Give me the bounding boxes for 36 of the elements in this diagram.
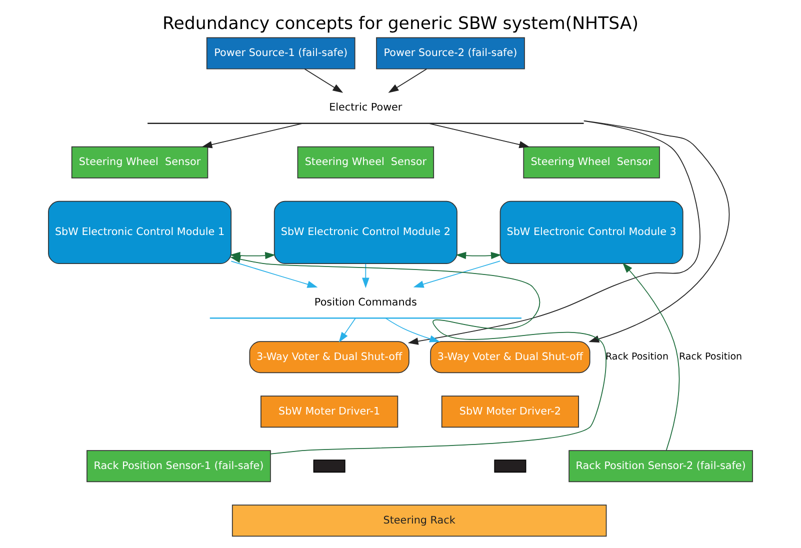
arrow: [413, 260, 500, 288]
node-box: Steering Rack: [232, 504, 607, 537]
node-box: Rack Position Sensor-1 (fail-safe): [86, 450, 271, 482]
arrow: [230, 260, 318, 288]
node-box: SbW Electronic Control Module 1: [48, 200, 232, 264]
arrow: [428, 123, 530, 148]
node-box: 3-Way Voter & Dual Shut-off: [249, 341, 410, 374]
node-box: Steering Wheel Sensor: [71, 146, 208, 178]
node-box: 3-Way Voter & Dual Shut-off: [430, 341, 590, 374]
node-box: Power Source-1 (fail-safe): [206, 37, 356, 70]
node-box: SbW Moter Driver-2: [441, 396, 579, 428]
node-text: Position Commands: [314, 296, 417, 308]
arrow: [202, 123, 303, 148]
arrow: [304, 68, 344, 93]
node-bar: [494, 460, 526, 473]
node-box: SbW Moter Driver-1: [260, 396, 398, 428]
arrow: [338, 318, 356, 342]
node-box: Steering Wheel Sensor: [297, 146, 434, 178]
node-box: Power Source-2 (fail-safe): [376, 37, 525, 70]
node-bar: [313, 460, 346, 473]
arrow: [456, 252, 502, 260]
node-text: Electric Power: [329, 102, 402, 114]
edge-label: Rack Position: [605, 352, 669, 363]
arrow: [388, 68, 428, 93]
node-box: SbW Electronic Control Module 2: [274, 200, 458, 264]
arrow: [583, 120, 730, 342]
node-box: Steering Wheel Sensor: [523, 146, 660, 178]
arrow: [622, 262, 680, 451]
edge-label: Rack Position: [679, 352, 742, 363]
arrow: [408, 120, 700, 345]
diagram-title: Redundancy concepts for generic SBW system(NHTSA): [162, 14, 638, 34]
arrow: [385, 318, 440, 342]
node-box: Rack Position Sensor-2 (fail-safe): [568, 450, 753, 482]
node-box: SbW Electronic Control Module 3: [500, 200, 684, 264]
arrow: [230, 256, 606, 454]
arrow: [362, 263, 370, 288]
